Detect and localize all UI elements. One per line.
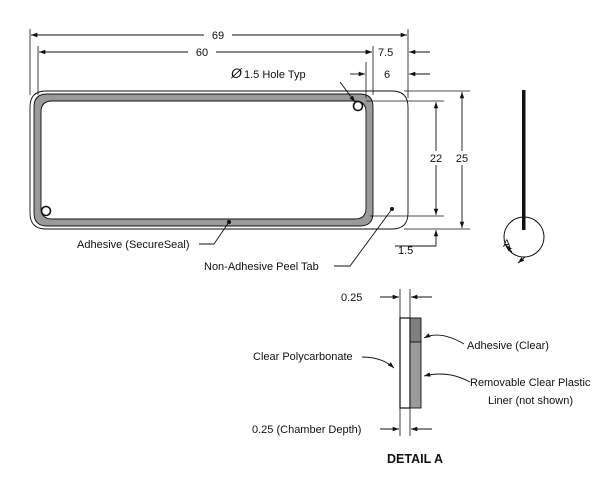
adhesive-clear-layer — [409, 317, 422, 343]
horizontal-dimensions: 69 60 7.5 6 Ø 1.5 Hole Typ — [29, 27, 430, 103]
section-circle — [503, 216, 545, 258]
liner-label-line1: Removable Clear Plastic — [470, 377, 591, 389]
dim-7-5: 7.5 — [378, 47, 393, 59]
dim-1-5: 1.5 — [398, 245, 413, 257]
dim-25: 25 — [456, 153, 468, 165]
front-view — [29, 90, 409, 230]
adhesive-frame — [34, 94, 373, 226]
vertical-dimensions: 22 25 1.5 — [366, 90, 472, 257]
adhesive-clear-label: Adhesive (Clear) — [467, 340, 549, 352]
clear-polycarbonate-label: Clear Polycarbonate — [253, 351, 353, 363]
side-profile — [522, 90, 526, 230]
dim-chamber-depth: 0.25 (Chamber Depth) — [252, 424, 361, 436]
liner-label-line2: Liner (not shown) — [488, 395, 573, 407]
polycarbonate-layer — [399, 317, 411, 409]
dim-liner-thickness: 0.25 — [341, 292, 362, 304]
adhesive-leader — [199, 221, 230, 245]
section-marker-label: A — [503, 238, 511, 250]
hole-leader — [339, 81, 356, 103]
dim-22: 22 — [430, 153, 442, 165]
side-view: A — [503, 90, 545, 264]
hole-top-right — [352, 100, 364, 112]
adhesive-clear-leader — [423, 333, 465, 345]
part-outline — [29, 90, 409, 230]
adhesive-securesal-label: Adhesive (SecureSeal) — [77, 239, 190, 251]
hole-note: 1.5 Hole Typ — [244, 69, 306, 81]
hole-bottom-left — [40, 205, 52, 217]
detail-a: 0.25 Clear Polycarbonate Adhesive (Clear… — [252, 289, 591, 466]
peel-tab-label: Non-Adhesive Peel Tab — [204, 261, 319, 273]
dim-69: 69 — [212, 30, 224, 42]
dim-6: 6 — [384, 69, 390, 81]
peel-tab-leader — [334, 208, 393, 267]
hole-note-symbol: Ø — [230, 65, 243, 81]
polycarbonate-leader — [361, 356, 395, 369]
liner-layer — [409, 341, 422, 409]
chamber-outline — [40, 100, 367, 220]
front-callouts: Adhesive (SecureSeal) Non-Adhesive Peel … — [77, 208, 393, 273]
dim-60: 60 — [196, 47, 208, 59]
detail-title: DETAIL A — [387, 452, 443, 466]
liner-leader — [423, 372, 471, 383]
